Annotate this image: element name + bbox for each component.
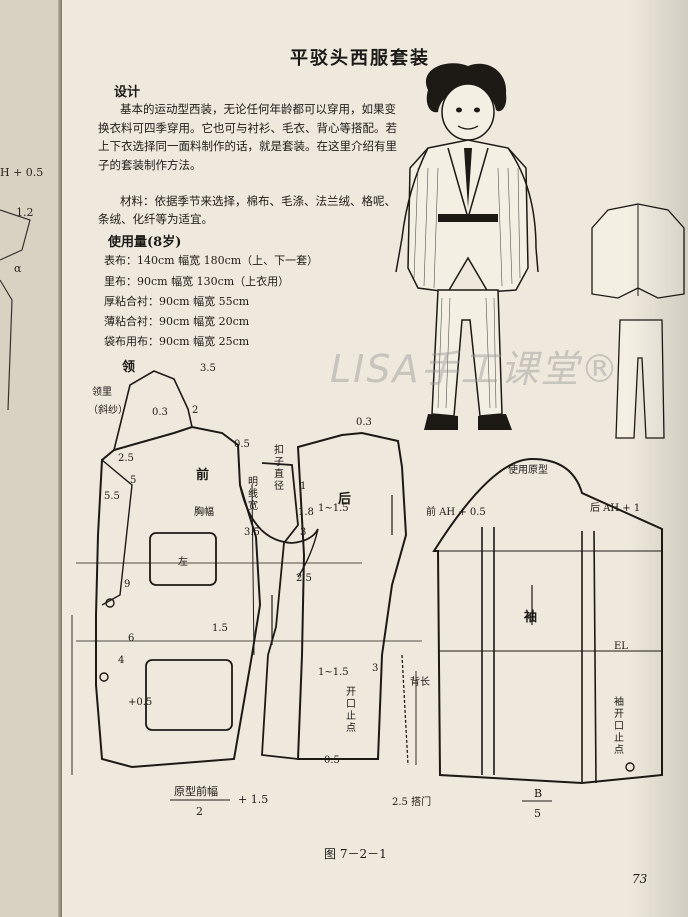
watermark: LISA手工课堂® — [330, 347, 621, 391]
figure-caption: 图 7－2－1 — [324, 847, 387, 861]
button-diameter-vertical: 扣子直径 — [274, 443, 284, 492]
measure-label: 0.5 — [234, 439, 250, 450]
measure-label: 6 — [128, 633, 134, 644]
measure-label: 1.5 — [212, 623, 228, 634]
measure-label: 2.5 — [296, 573, 312, 584]
measure-label: 4 — [118, 655, 124, 666]
usage-item: 里布：90cm 幅宽 130cm（上衣用） — [104, 275, 290, 288]
pattern-draft: 领 领里 （斜纱） 前 后 袖 胸幅 左 使用原型 前 AH + 0.5 后 A… — [71, 359, 663, 820]
prev-page-mark: H + 0.5 — [0, 166, 44, 179]
label-chest-width: 胸幅 — [194, 505, 214, 518]
measure-label: 2 — [192, 405, 198, 416]
label-sleeve: 袖 — [524, 609, 537, 625]
usage-heading: 使用量(8岁) — [108, 235, 182, 250]
measure-label: 0.3 — [356, 417, 372, 428]
design-paragraph: 基本的运动型西装，无论任何年龄都可以穿用，如果变换衣料可四季穿用。它也可与衬衫、… — [98, 102, 397, 172]
measure-label: 2.5 — [118, 453, 134, 464]
previous-page-edge: H + 0.5 1.2 α — [0, 0, 62, 917]
measure-label: 3 — [372, 663, 378, 674]
measure-label: 1~1.5 — [318, 503, 349, 514]
chest-pocket — [149, 532, 217, 586]
usage-item: 薄粘合衬：90cm 幅宽 20cm — [104, 315, 250, 328]
measure-label: 3.5 — [244, 527, 260, 538]
measure-label: 5 — [130, 475, 136, 486]
formula-plus: + 1.5 — [238, 793, 268, 806]
label-back-length: 背长 — [410, 675, 430, 688]
label-front-ah: 前 AH + 0.5 — [426, 505, 486, 518]
b-over-5-den: 5 — [534, 807, 541, 820]
usage-item: 表布：140cm 幅宽 180cm（上、下一套） — [104, 254, 319, 267]
label-collar: 领 — [122, 359, 135, 375]
page-number: 73 — [632, 872, 648, 886]
measure-label: 1.8 — [298, 507, 314, 518]
measure-label: 3.5 — [200, 363, 216, 374]
material-paragraph: 材料：依据季节来选择，棉布、毛涤、法兰绒、格呢、条绒、化纤等为适宜。 — [98, 194, 396, 226]
prev-page-mark: 1.2 — [16, 206, 34, 219]
label-left: 左 — [178, 555, 188, 568]
prev-page-drawing — [0, 209, 31, 411]
design-heading: 设计 — [114, 85, 141, 100]
label-back-ah: 后 AH + 1 — [590, 502, 640, 514]
measure-label: +0.5 — [128, 697, 152, 708]
hip-pocket — [145, 659, 233, 731]
b-over-5-num: B — [534, 787, 542, 800]
measure-label: 5.5 — [104, 491, 120, 502]
measure-label: 3 — [300, 527, 306, 538]
measure-label: 1 — [300, 481, 306, 492]
page-gutter — [58, 0, 62, 917]
boy-suit-illustration — [395, 63, 685, 439]
formula-numerator: 原型前幅 — [174, 784, 218, 798]
label-collar-lining: 领里 — [92, 385, 112, 398]
measure-label: 0.5 — [324, 755, 340, 766]
label-use-prototype: 使用原型 — [508, 463, 548, 476]
measure-label: 9 — [124, 579, 130, 590]
label-front: 前 — [196, 467, 209, 483]
prev-page-mark: α — [14, 262, 22, 275]
label-el: EL — [614, 641, 628, 652]
vent-stop-1: 开口止点 — [346, 687, 356, 734]
sleeve-vent-stop: 袖开口止点 — [614, 695, 624, 756]
book-page: 平驳头西服套装 设计 基本的运动型西装，无论任何年龄都可以穿用，如果变换衣料可四… — [62, 0, 688, 917]
measure-label: 0.3 — [152, 407, 168, 418]
label-button-spacing: 2.5 搭门 — [392, 795, 431, 808]
usage-item: 厚粘合衬：90cm 幅宽 55cm — [104, 295, 250, 308]
formula-denominator: 2 — [196, 805, 203, 818]
label-back: 后 — [338, 491, 351, 507]
stitch-width-vertical: 明线宽 — [248, 476, 258, 512]
measure-label: 1~1.5 — [318, 667, 349, 678]
label-bias: （斜纱） — [88, 403, 128, 416]
usage-item: 袋布用布：90cm 幅宽 25cm — [104, 335, 250, 348]
page-title: 平驳头西服套装 — [290, 48, 430, 69]
